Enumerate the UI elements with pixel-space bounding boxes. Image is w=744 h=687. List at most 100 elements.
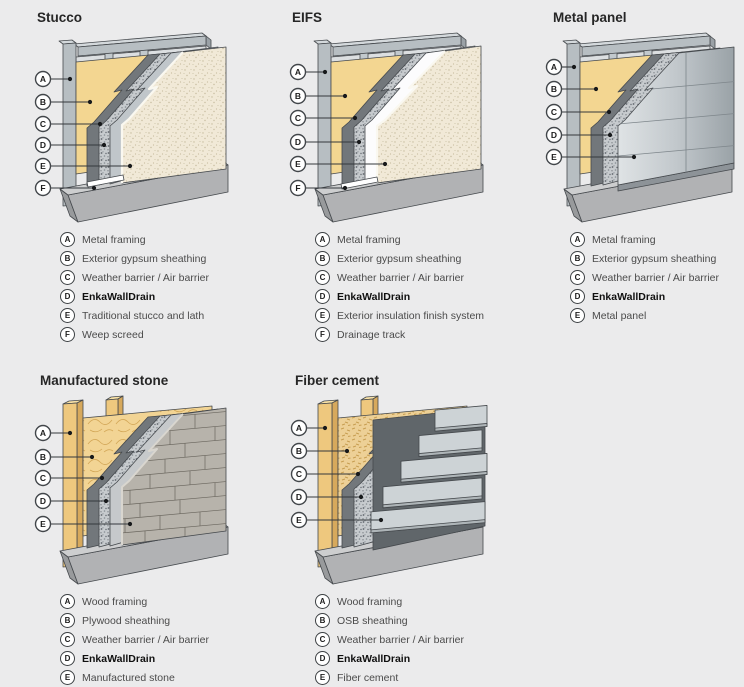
legend-row-eifs-f: F Drainage track [315, 325, 484, 344]
legend-key-badge: E [570, 308, 585, 323]
legend-row-stone-c: C Weather barrier / Air barrier [60, 630, 209, 649]
legend-key-badge: D [60, 289, 75, 304]
legend-key-badge: C [60, 632, 75, 647]
svg-text:C: C [40, 473, 46, 483]
legend-label: Wood framing [82, 595, 148, 608]
legend-label: EnkaWallDrain [337, 290, 411, 303]
panel-title-metal-panel: Metal panel [553, 10, 627, 25]
legend-row-stone-e: E Manufactured stone [60, 668, 209, 687]
legend-label: OSB sheathing [337, 614, 408, 627]
legend-label: Metal framing [82, 233, 146, 246]
legend-key-badge: A [60, 594, 75, 609]
legend-row-metal-c: C Weather barrier / Air barrier [570, 268, 719, 287]
legend-row-stucco-d: D EnkaWallDrain [60, 287, 209, 306]
legend-key-badge: C [315, 632, 330, 647]
svg-text:F: F [40, 183, 45, 193]
legend-key-badge: E [315, 308, 330, 323]
legend-key-badge: B [60, 251, 75, 266]
svg-text:A: A [296, 423, 302, 433]
legend-label: Metal panel [592, 309, 647, 322]
svg-text:D: D [296, 492, 302, 502]
legend-label: Exterior insulation finish system [337, 309, 485, 322]
legend-label: Manufactured stone [82, 671, 175, 684]
svg-text:B: B [296, 446, 302, 456]
legend-key-badge: F [315, 327, 330, 342]
svg-text:D: D [551, 130, 557, 140]
svg-text:E: E [551, 152, 557, 162]
svg-text:E: E [40, 519, 46, 529]
legend-label: EnkaWallDrain [82, 290, 156, 303]
legend-label: Weather barrier / Air barrier [337, 633, 465, 646]
wall-layers [82, 405, 227, 549]
legend-label: Metal framing [592, 233, 656, 246]
legend-label: EnkaWallDrain [82, 652, 156, 665]
legend-label: Exterior gypsum sheathing [82, 252, 207, 265]
svg-text:C: C [295, 113, 301, 123]
legend-row-stucco-a: A Metal framing [60, 230, 209, 249]
svg-text:B: B [551, 84, 557, 94]
wall-layers [337, 405, 488, 551]
metal-framing [58, 32, 212, 207]
legend-row-metal-b: B Exterior gypsum sheathing [570, 249, 719, 268]
legend-key-badge: C [315, 270, 330, 285]
legend-label: Exterior gypsum sheathing [592, 252, 717, 265]
legend-row-stucco-e: E Traditional stucco and lath [60, 306, 209, 325]
legend-label: Traditional stucco and lath [82, 309, 205, 322]
svg-text:D: D [40, 496, 46, 506]
legend-key-badge: B [60, 613, 75, 628]
legend-label: Drainage track [337, 328, 406, 341]
svg-text:A: A [40, 74, 46, 84]
legend-label: EnkaWallDrain [592, 290, 666, 303]
legend-key-badge: E [315, 670, 330, 685]
svg-text:A: A [40, 428, 46, 438]
legend-key-badge: B [315, 613, 330, 628]
legend-key-badge: C [570, 270, 585, 285]
svg-text:F: F [295, 183, 300, 193]
legend-label: Metal framing [337, 233, 401, 246]
legend-key-badge: F [60, 327, 75, 342]
svg-text:C: C [40, 119, 46, 129]
legend-label: EnkaWallDrain [337, 652, 411, 665]
legend-label: Plywood sheathing [82, 614, 171, 627]
wall-layers [579, 46, 735, 192]
legend-row-fiber-b: B OSB sheathing [315, 611, 464, 630]
legend-key-badge: B [570, 251, 585, 266]
legend-row-stone-d: D EnkaWallDrain [60, 649, 209, 668]
svg-text:D: D [40, 140, 46, 150]
legend-key-badge: C [60, 270, 75, 285]
legend-key-badge: A [60, 232, 75, 247]
legend-label: Weather barrier / Air barrier [82, 633, 210, 646]
svg-text:C: C [296, 469, 302, 479]
legend-key-badge: A [315, 594, 330, 609]
svg-text:C: C [551, 107, 557, 117]
legend-row-fiber-c: C Weather barrier / Air barrier [315, 630, 464, 649]
legend-key-badge: D [60, 651, 75, 666]
legend-key-badge: E [60, 670, 75, 685]
legend-key-badge: B [315, 251, 330, 266]
legend-label: Weather barrier / Air barrier [592, 271, 720, 284]
legend-label: Weather barrier / Air barrier [337, 271, 465, 284]
svg-text:E: E [40, 161, 46, 171]
legend-key-badge: E [60, 308, 75, 323]
